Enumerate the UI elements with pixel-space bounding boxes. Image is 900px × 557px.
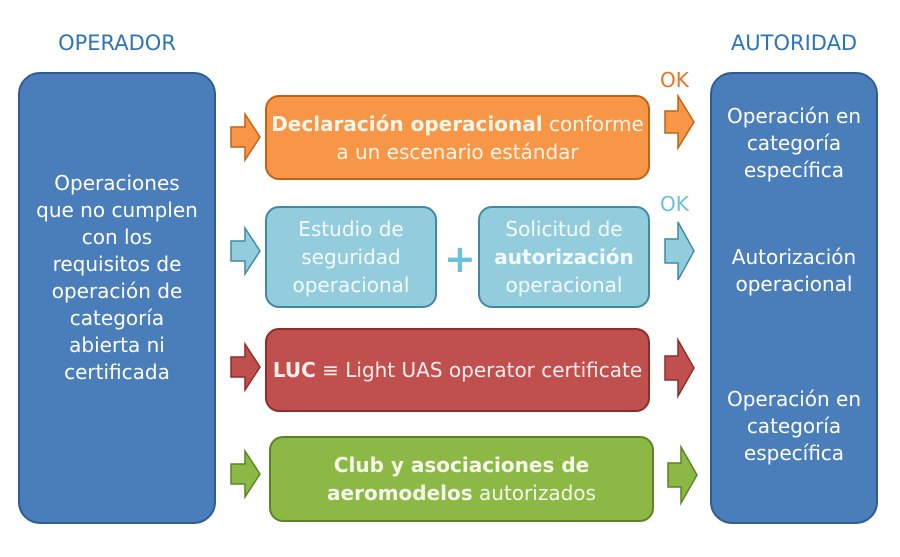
club-box: Club y asociaciones de aeromodelos autor… [269, 436, 654, 522]
arrow-right-icon [664, 337, 695, 399]
ok-label-1: OK [660, 68, 689, 92]
request-bold: autorización [494, 245, 634, 269]
authority-line: Autorización [731, 245, 857, 269]
study-line: operacional [292, 273, 410, 297]
operator-heading: OPERADOR [58, 31, 176, 55]
operator-line: con los [81, 225, 153, 249]
arrow-right-icon [230, 225, 261, 277]
declaration-box: Declaración operacional conforme a un es… [265, 95, 650, 180]
authority-line: categoría [746, 131, 842, 155]
authority-item-specific-1: Operación en categoría específica [710, 103, 878, 184]
arrow-right-icon [230, 111, 261, 163]
arrow-right-icon [667, 444, 698, 506]
operator-line: categoría [69, 306, 165, 330]
authority-line: Operación en [726, 387, 862, 411]
study-line: Estudio de [298, 217, 404, 241]
club-bold: Club y asociaciones de [333, 453, 590, 477]
operator-line: que no cumplen [36, 198, 198, 222]
authorization-request-box: Solicitud de autorización operacional [478, 206, 650, 308]
study-line: seguridad [301, 245, 401, 269]
luc-bold: LUC [272, 358, 316, 382]
arrow-right-icon [230, 448, 261, 500]
declaration-bold: Declaración operacional [271, 111, 543, 136]
authority-line: Operación en [726, 104, 862, 128]
authority-item-specific-2: Operación en categoría específica [710, 386, 878, 467]
declaration-rest: conforme [542, 111, 644, 136]
authority-line: específica [743, 158, 845, 182]
request-line: Solicitud de [505, 217, 623, 241]
operator-line: Operaciones [54, 171, 180, 195]
arrow-right-icon [664, 93, 695, 151]
arrow-right-icon [230, 341, 261, 393]
authority-line: específica [743, 441, 845, 465]
authority-heading: AUTORIDAD [730, 31, 858, 55]
authority-item-authorization: Autorización operacional [710, 244, 878, 298]
luc-box: LUC ≡ Light UAS operator certificate [265, 328, 650, 412]
declaration-line2: a un escenario estándar [336, 139, 579, 164]
operator-line: requisitos de [52, 252, 182, 276]
club-rest: autorizados [472, 481, 596, 505]
safety-study-box: Estudio de seguridad operacional [265, 206, 437, 308]
request-line: operacional [505, 273, 623, 297]
authority-box [710, 72, 878, 524]
plus-sign: + [444, 237, 476, 281]
club-bold2: aeromodelos [327, 481, 473, 505]
authority-line: operacional [735, 272, 853, 296]
luc-rest: ≡ Light UAS operator certificate [315, 358, 643, 382]
arrow-right-icon [664, 221, 695, 281]
authority-line: categoría [746, 414, 842, 438]
ok-label-2: OK [660, 192, 689, 216]
operator-line: certificada [64, 360, 170, 384]
operator-line: abierta ni [69, 333, 165, 357]
operator-line: operación de [51, 279, 183, 303]
operator-box: Operaciones que no cumplen con los requi… [18, 72, 216, 524]
